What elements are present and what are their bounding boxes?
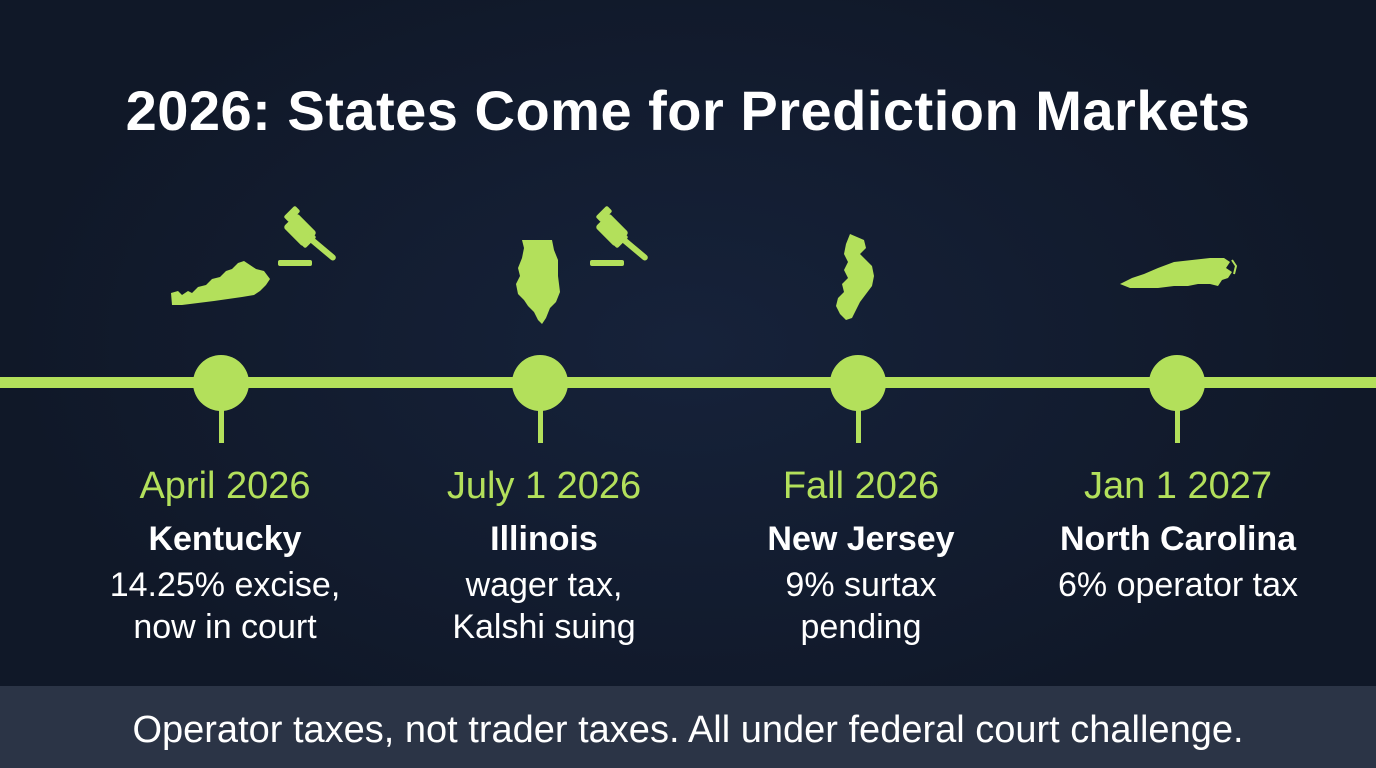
event-desc-line: 9% surtax [785, 566, 937, 604]
timeline-line [0, 377, 1376, 388]
footer-bar [0, 686, 1376, 768]
event-date: April 2026 [139, 465, 311, 507]
event-date: Fall 2026 [782, 465, 940, 507]
event-state: North Carolina [1059, 520, 1297, 558]
timeline-stem [537, 405, 543, 443]
footer-text: Operator taxes, not trader taxes. All un… [132, 709, 1244, 751]
event-date: July 1 2026 [446, 465, 642, 507]
event-north-carolina: Jan 1 2027 North Carolina 6% operator ta… [1018, 460, 1338, 606]
timeline-node-north-carolina [1149, 355, 1205, 411]
event-desc-line: 14.25% excise, [109, 566, 341, 604]
event-desc-line: Kalshi suing [452, 608, 636, 646]
event-new-jersey: Fall 2026 New Jersey 9% surtax pending [701, 460, 1021, 648]
timeline-stem [1174, 405, 1180, 443]
event-desc-line: 6% operator tax [1057, 566, 1299, 604]
event-date: Jan 1 2027 [1083, 465, 1273, 507]
timeline-stem [855, 405, 861, 443]
event-illinois: July 1 2026 Illinois wager tax, Kalshi s… [384, 460, 704, 648]
event-state: New Jersey [767, 520, 955, 558]
timeline-node-illinois [512, 355, 568, 411]
event-kentucky: April 2026 Kentucky 14.25% excise, now i… [65, 460, 385, 648]
event-state: Kentucky [148, 520, 302, 558]
timeline-node-new-jersey [830, 355, 886, 411]
gavel-icon [276, 206, 348, 270]
event-state: Illinois [490, 520, 598, 558]
event-desc-line: pending [800, 608, 922, 646]
gavel-icon [588, 206, 660, 270]
event-desc-line: now in court [133, 608, 317, 646]
new-jersey-map-icon [832, 232, 884, 324]
kentucky-map-icon [168, 255, 274, 309]
page-title: 2026: States Come for Prediction Markets [125, 79, 1251, 142]
north-carolina-map-icon [1118, 254, 1240, 294]
timeline-stem [218, 405, 224, 443]
illinois-map-icon [512, 236, 566, 326]
timeline-node-kentucky [193, 355, 249, 411]
event-desc-line: wager tax, [465, 566, 623, 604]
